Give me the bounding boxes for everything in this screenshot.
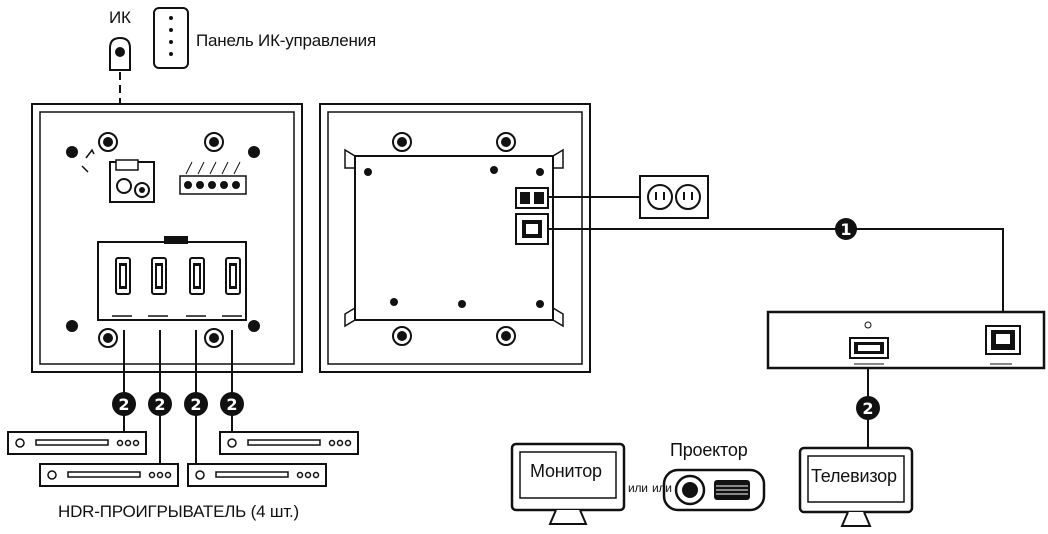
monitor-icon [510, 442, 626, 525]
or-label-2: или [652, 481, 672, 495]
badge-hdmi-number: 2 [118, 395, 129, 414]
hdbaset-receiver [766, 310, 1046, 370]
hdr-player-3 [187, 463, 327, 487]
players-label: HDR-ПРОИГРЫВАТЕЛЬ (4 шт.) [58, 502, 300, 521]
rj45-port-back [515, 213, 549, 245]
hdmi-port-3 [189, 257, 205, 295]
badge-hdmi-2: 2 [148, 392, 172, 416]
badge-hdmi-number: 2 [862, 399, 873, 418]
hdmi-port-1 [115, 257, 131, 295]
terminal-block [179, 161, 247, 195]
tv-icon [798, 446, 914, 527]
badge-hdmi-3: 2 [184, 392, 208, 416]
tv-label: Телевизор [811, 466, 897, 486]
projector-label: Проектор [670, 440, 748, 460]
power-outlet-icon [639, 175, 709, 219]
hdmi-port-2 [151, 257, 167, 295]
projector-icon [662, 468, 766, 512]
hdr-player-1 [7, 431, 147, 455]
wallplate-back [319, 103, 591, 373]
badge-hdmi-number: 2 [190, 395, 201, 414]
wallplate-front [31, 103, 303, 373]
ir-label: ИК [109, 8, 131, 27]
hdmi-port-4 [225, 257, 241, 295]
badge-lan-number: 1 [840, 220, 851, 239]
or-label-1: или [628, 481, 648, 495]
ir-panel-icon [153, 7, 189, 69]
badge-hdmi-number: 2 [226, 395, 237, 414]
badge-hdmi-tv: 2 [856, 396, 880, 420]
hdmi-input-module [97, 236, 247, 321]
badge-lan: 1 [835, 218, 857, 240]
lan-cable [548, 228, 1004, 328]
badge-hdmi-number: 2 [154, 395, 165, 414]
monitor-label: Монитор [530, 461, 602, 481]
ir-panel-label: Панель ИК-управления [196, 31, 376, 50]
hdr-player-4 [219, 431, 359, 455]
badge-hdmi-1: 2 [112, 392, 136, 416]
badge-hdmi-4: 2 [220, 392, 244, 416]
hdr-player-2 [39, 463, 179, 487]
